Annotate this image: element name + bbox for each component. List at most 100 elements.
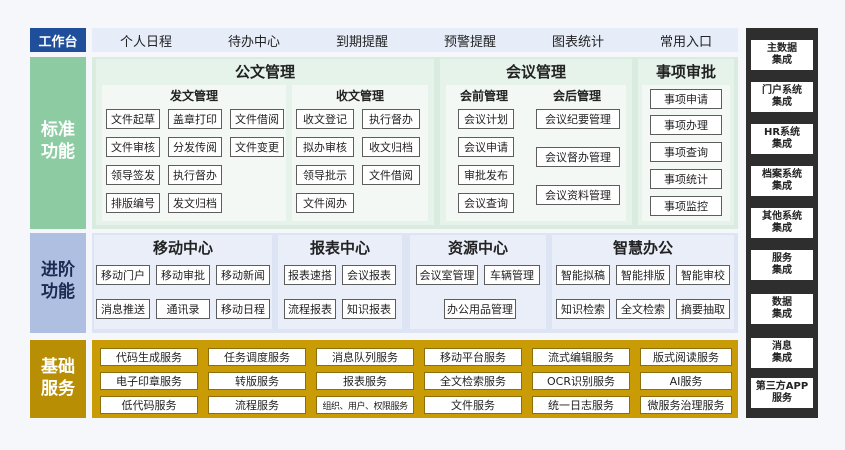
advanced-label: 进阶 功能 [30, 233, 86, 333]
receive-doc-panel: 收文管理 收文登记 执行督办 拟办审核 收文归档 领导批示 文件借阅 文件阅办 [292, 85, 428, 221]
workbench-item-todo[interactable]: 待办中心 [227, 34, 280, 50]
official-doc-panel: 公文管理 发文管理 文件起草 盖章打印 文件借阅 文件审核 分发传阅 文件变更 … [96, 59, 434, 225]
integration-item[interactable]: 服务 集成 [751, 250, 813, 280]
send-doc-title: 发文管理 [169, 88, 218, 103]
meeting-after-title: 会后管理 [552, 88, 601, 103]
meeting-after-item[interactable]: 会议纪要管理 [536, 109, 620, 129]
resource-item[interactable]: 办公用品管理 [444, 299, 516, 319]
smart-item[interactable]: 智能拟稿 [556, 265, 610, 285]
receive-doc-title: 收文管理 [335, 88, 384, 103]
meeting-title: 会议管理 [505, 62, 566, 81]
base-service-item[interactable]: 代码生成服务 [100, 348, 198, 366]
base-service-item[interactable]: 统一日志服务 [532, 396, 630, 414]
meeting-before-item[interactable]: 审批发布 [458, 165, 514, 185]
receive-doc-item[interactable]: 拟办审核 [296, 137, 354, 157]
smart-item[interactable]: 知识检索 [556, 299, 610, 319]
workbench-item-shortcuts[interactable]: 常用入口 [659, 34, 712, 50]
integration-item[interactable]: 消息 集成 [751, 338, 813, 368]
send-doc-item[interactable]: 文件变更 [230, 137, 284, 157]
receive-doc-item[interactable]: 文件借阅 [362, 165, 420, 185]
send-doc-item[interactable]: 文件起草 [106, 109, 160, 129]
base-service-item[interactable]: 消息队列服务 [316, 348, 414, 366]
mobile-item[interactable]: 移动审批 [156, 265, 210, 285]
integration-item[interactable]: 主数据 集成 [751, 40, 813, 70]
base-service-item[interactable]: 全文检索服务 [424, 372, 522, 390]
approval-item[interactable]: 事项申请 [650, 89, 722, 109]
workbench-item-charts[interactable]: 图表统计 [551, 34, 604, 50]
base-service-item[interactable]: 报表服务 [316, 372, 414, 390]
integration-item[interactable]: 门户系统 集成 [751, 82, 813, 112]
standard-label: 标准 功能 [30, 57, 86, 229]
base-service-item[interactable]: 微服务治理服务 [640, 396, 732, 414]
smart-item[interactable]: 智能排版 [616, 265, 670, 285]
base-service-item[interactable]: OCR识别服务 [532, 372, 630, 390]
mobile-item[interactable]: 消息推送 [96, 299, 150, 319]
base-service-item[interactable]: 流程服务 [208, 396, 306, 414]
integration-item[interactable]: 数据 集成 [751, 294, 813, 324]
resource-center-panel: 资源中心 会议室管理 车辆管理 办公用品管理 [410, 235, 546, 329]
resource-item[interactable]: 会议室管理 [416, 265, 478, 285]
meeting-panel: 会议管理 会前管理 会后管理 会议计划 会议申请 审批发布 会议查询 会议纪要管… [440, 59, 632, 225]
mobile-item[interactable]: 通讯录 [156, 299, 210, 319]
receive-doc-item[interactable]: 文件阅办 [296, 193, 354, 213]
approval-item[interactable]: 事项监控 [650, 196, 722, 216]
integration-item[interactable]: HR系统 集成 [751, 124, 813, 154]
send-doc-item[interactable]: 执行督办 [168, 165, 222, 185]
base-service-item[interactable]: 版式阅读服务 [640, 348, 732, 366]
base-service-item[interactable]: 移动平台服务 [424, 348, 522, 366]
report-item[interactable]: 流程报表 [284, 299, 336, 319]
send-doc-item[interactable]: 排版编号 [106, 193, 160, 213]
receive-doc-item[interactable]: 执行督办 [362, 109, 420, 129]
receive-doc-item[interactable]: 收文归档 [362, 137, 420, 157]
mobile-center-panel: 移动中心 移动门户 移动审批 移动新闻 消息推送 通讯录 移动日程 [94, 235, 272, 329]
mobile-item[interactable]: 移动新闻 [216, 265, 270, 285]
send-doc-panel: 发文管理 文件起草 盖章打印 文件借阅 文件审核 分发传阅 文件变更 领导签发 … [102, 85, 286, 221]
meeting-before-title: 会前管理 [459, 88, 508, 103]
base-service-item[interactable]: 任务调度服务 [208, 348, 306, 366]
approval-item[interactable]: 事项办理 [650, 115, 722, 135]
send-doc-item[interactable]: 盖章打印 [168, 109, 222, 129]
mobile-center-title: 移动中心 [152, 238, 213, 257]
base-service-item[interactable]: 转版服务 [208, 372, 306, 390]
report-center-panel: 报表中心 报表速搭 会议报表 流程报表 知识报表 [278, 235, 402, 329]
smart-item[interactable]: 全文检索 [616, 299, 670, 319]
meeting-after-item[interactable]: 会议督办管理 [536, 147, 620, 167]
approval-item[interactable]: 事项查询 [650, 142, 722, 162]
report-center-title: 报表中心 [309, 238, 370, 257]
approval-item[interactable]: 事项统计 [650, 169, 722, 189]
workbench-item-warning[interactable]: 预警提醒 [443, 34, 496, 50]
smart-office-title: 智慧办公 [612, 238, 673, 257]
base-service-item[interactable]: 流式编辑服务 [532, 348, 630, 366]
receive-doc-item[interactable]: 领导批示 [296, 165, 354, 185]
receive-doc-item[interactable]: 收文登记 [296, 109, 354, 129]
integration-item[interactable]: 其他系统 集成 [751, 208, 813, 238]
report-item[interactable]: 报表速搭 [284, 265, 336, 285]
base-area[interactable]: 代码生成服务 任务调度服务 消息队列服务 移动平台服务 流式编辑服务 版式阅读服… [92, 340, 738, 418]
send-doc-item[interactable]: 文件借阅 [230, 109, 284, 129]
integration-item[interactable]: 第三方APP 服务 [751, 378, 813, 408]
base-service-item[interactable]: 组织、用户、权限服务 [316, 396, 414, 414]
send-doc-item[interactable]: 发文归档 [168, 193, 222, 213]
send-doc-item[interactable]: 分发传阅 [168, 137, 222, 157]
base-service-item[interactable]: 文件服务 [424, 396, 522, 414]
meeting-before-item[interactable]: 会议计划 [458, 109, 514, 129]
base-service-item[interactable]: AI服务 [640, 372, 732, 390]
workbench-item-due[interactable]: 到期提醒 [335, 34, 388, 50]
approval-panel: 事项审批 事项申请 事项办理 事项查询 事项统计 事项监控 [638, 59, 734, 225]
send-doc-item[interactable]: 文件审核 [106, 137, 160, 157]
integration-item[interactable]: 档案系统 集成 [751, 166, 813, 196]
mobile-item[interactable]: 移动日程 [216, 299, 270, 319]
report-item[interactable]: 知识报表 [342, 299, 396, 319]
base-service-item[interactable]: 低代码服务 [100, 396, 198, 414]
report-item[interactable]: 会议报表 [342, 265, 396, 285]
smart-item[interactable]: 智能审校 [676, 265, 730, 285]
base-service-item[interactable]: 电子印章服务 [100, 372, 198, 390]
workbench-item-schedule[interactable]: 个人日程 [119, 34, 172, 50]
meeting-before-item[interactable]: 会议查询 [458, 193, 514, 213]
resource-item[interactable]: 车辆管理 [484, 265, 540, 285]
meeting-after-item[interactable]: 会议资料管理 [536, 185, 620, 205]
smart-item[interactable]: 摘要抽取 [676, 299, 730, 319]
meeting-before-item[interactable]: 会议申请 [458, 137, 514, 157]
send-doc-item[interactable]: 领导签发 [106, 165, 160, 185]
mobile-item[interactable]: 移动门户 [96, 265, 150, 285]
